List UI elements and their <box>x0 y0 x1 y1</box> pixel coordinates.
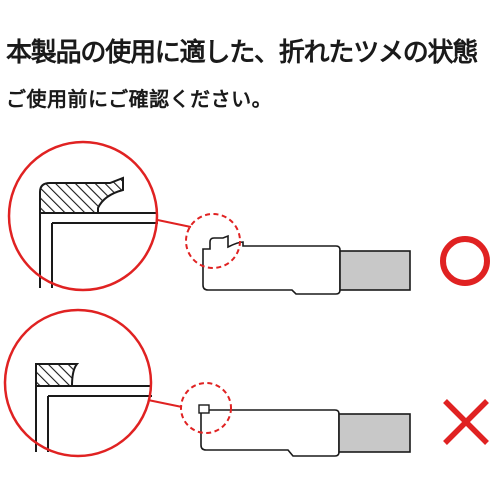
page-title: 本製品の使用に適した、折れたツメの状態 <box>6 38 478 68</box>
cross-icon <box>443 399 489 445</box>
zoom-target-circle <box>180 382 232 434</box>
zoom-target-circle <box>185 213 241 269</box>
zoom-connector-line <box>147 399 183 408</box>
cable <box>338 413 411 453</box>
connector-body <box>202 234 341 295</box>
bad-claw-example <box>3 308 411 458</box>
connector-body <box>200 409 340 457</box>
good-claw-example <box>7 140 411 295</box>
magnified-view <box>3 308 153 458</box>
circle-icon <box>440 236 490 286</box>
cable <box>339 250 411 291</box>
page-subtitle: ご使用前にご確認ください。 <box>6 87 273 111</box>
magnified-view <box>7 140 159 292</box>
